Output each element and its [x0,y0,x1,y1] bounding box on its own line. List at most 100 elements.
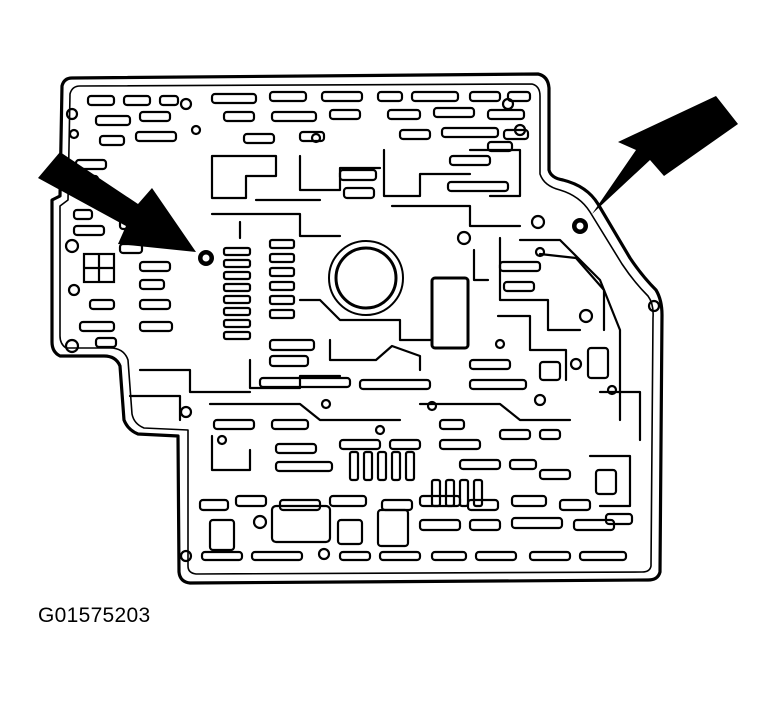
passage-channel [328,338,422,372]
passage-slot [502,280,536,293]
passage-channel [496,314,568,382]
passage-slot [338,168,378,182]
passage-slot [432,106,476,119]
passage-slot [94,114,132,127]
passage-slot [440,126,500,139]
passage-channel [298,298,434,342]
passage-slot [472,478,484,508]
passage-slot [212,418,256,431]
plate-inner-outline [59,83,654,575]
passage-slot [430,550,468,562]
passage-slot [200,550,244,562]
passage-slot [336,518,364,546]
bolt-hole [179,549,193,563]
passage-slot [268,252,296,264]
bolt-hole [501,97,515,111]
bolt-hole [578,308,594,324]
passage-channel [498,236,582,332]
passage-slot [258,376,352,389]
bolt-hole [320,398,332,410]
bolt-hole [534,246,546,258]
passage-slot [376,450,388,482]
passage-slot [468,518,502,532]
passage-slot [222,270,252,281]
passage-slot [498,428,532,441]
passage-slot [386,108,422,121]
passage-slot [268,238,296,250]
passage-channel [518,238,622,422]
right-check-ball-hole [572,218,588,234]
passage-slot [418,494,462,508]
passage-slot [138,260,172,273]
passage-slot [274,442,318,455]
bolt-hole [310,132,322,144]
passage-slot [268,308,296,320]
bolt-hole [179,97,193,111]
passage-slot [538,468,572,481]
passage-slot [538,428,562,441]
passage-slot [268,294,296,306]
bolt-hole [606,384,618,396]
passage-channel [238,198,322,240]
passage-slot [338,550,372,562]
passage-slot [328,494,368,508]
passage-slot [446,180,510,193]
passage-slot [418,518,462,532]
passage-slot [72,208,94,221]
center-bore-hole [334,246,398,310]
passage-slot [242,132,276,145]
passage-slot [378,550,422,562]
passage-channel [382,148,472,198]
passage-channel [418,402,572,422]
passage-slot [78,320,116,333]
passage-slot [234,494,268,508]
passage-slot [268,90,308,103]
passage-slot [342,186,376,200]
passage-slot [268,280,296,292]
passage-slot [158,94,180,107]
passage-channel [298,154,382,192]
left-check-ball-hole [198,250,214,266]
passage-slot [376,508,410,548]
passage-slot [458,458,502,471]
passage-slot [558,498,592,512]
passage-slot [448,154,492,167]
passage-slot [376,90,404,103]
passage-slot [498,260,542,273]
passage-channel [588,454,632,508]
passage-channel [538,252,606,332]
passage-channel [472,248,490,282]
passage-slot [362,450,374,482]
passage-channel [138,368,252,394]
passage-channel [210,434,252,472]
passage-slot [270,110,318,123]
passage-slot [506,90,532,103]
bolt-hole [530,214,546,230]
bolt-hole [68,128,80,140]
bolt-hole [494,338,506,350]
passage-slot [198,498,230,512]
passage-channel [208,402,402,422]
passage-slot [222,282,252,293]
bolt-hole [64,338,80,354]
passage-channel [210,212,342,238]
bolt-hole [190,124,202,136]
passage-slot [594,468,618,496]
passage-slot [538,360,562,382]
passage-slot [210,92,258,105]
bolt-hole [533,393,547,407]
passage-slot [222,110,256,123]
bolt-hole [374,424,386,436]
bolt-hole [317,547,331,561]
passage-slot [466,498,500,512]
passage-slot [510,516,564,530]
passage-slot [98,134,126,147]
bolt-hole [647,299,661,313]
passage-slot [438,418,466,431]
passage-slot [398,128,432,141]
figure-id-caption: G01575203 [38,604,151,627]
passage-slot [528,550,572,562]
passage-slot [348,450,360,482]
center-window [430,276,470,350]
